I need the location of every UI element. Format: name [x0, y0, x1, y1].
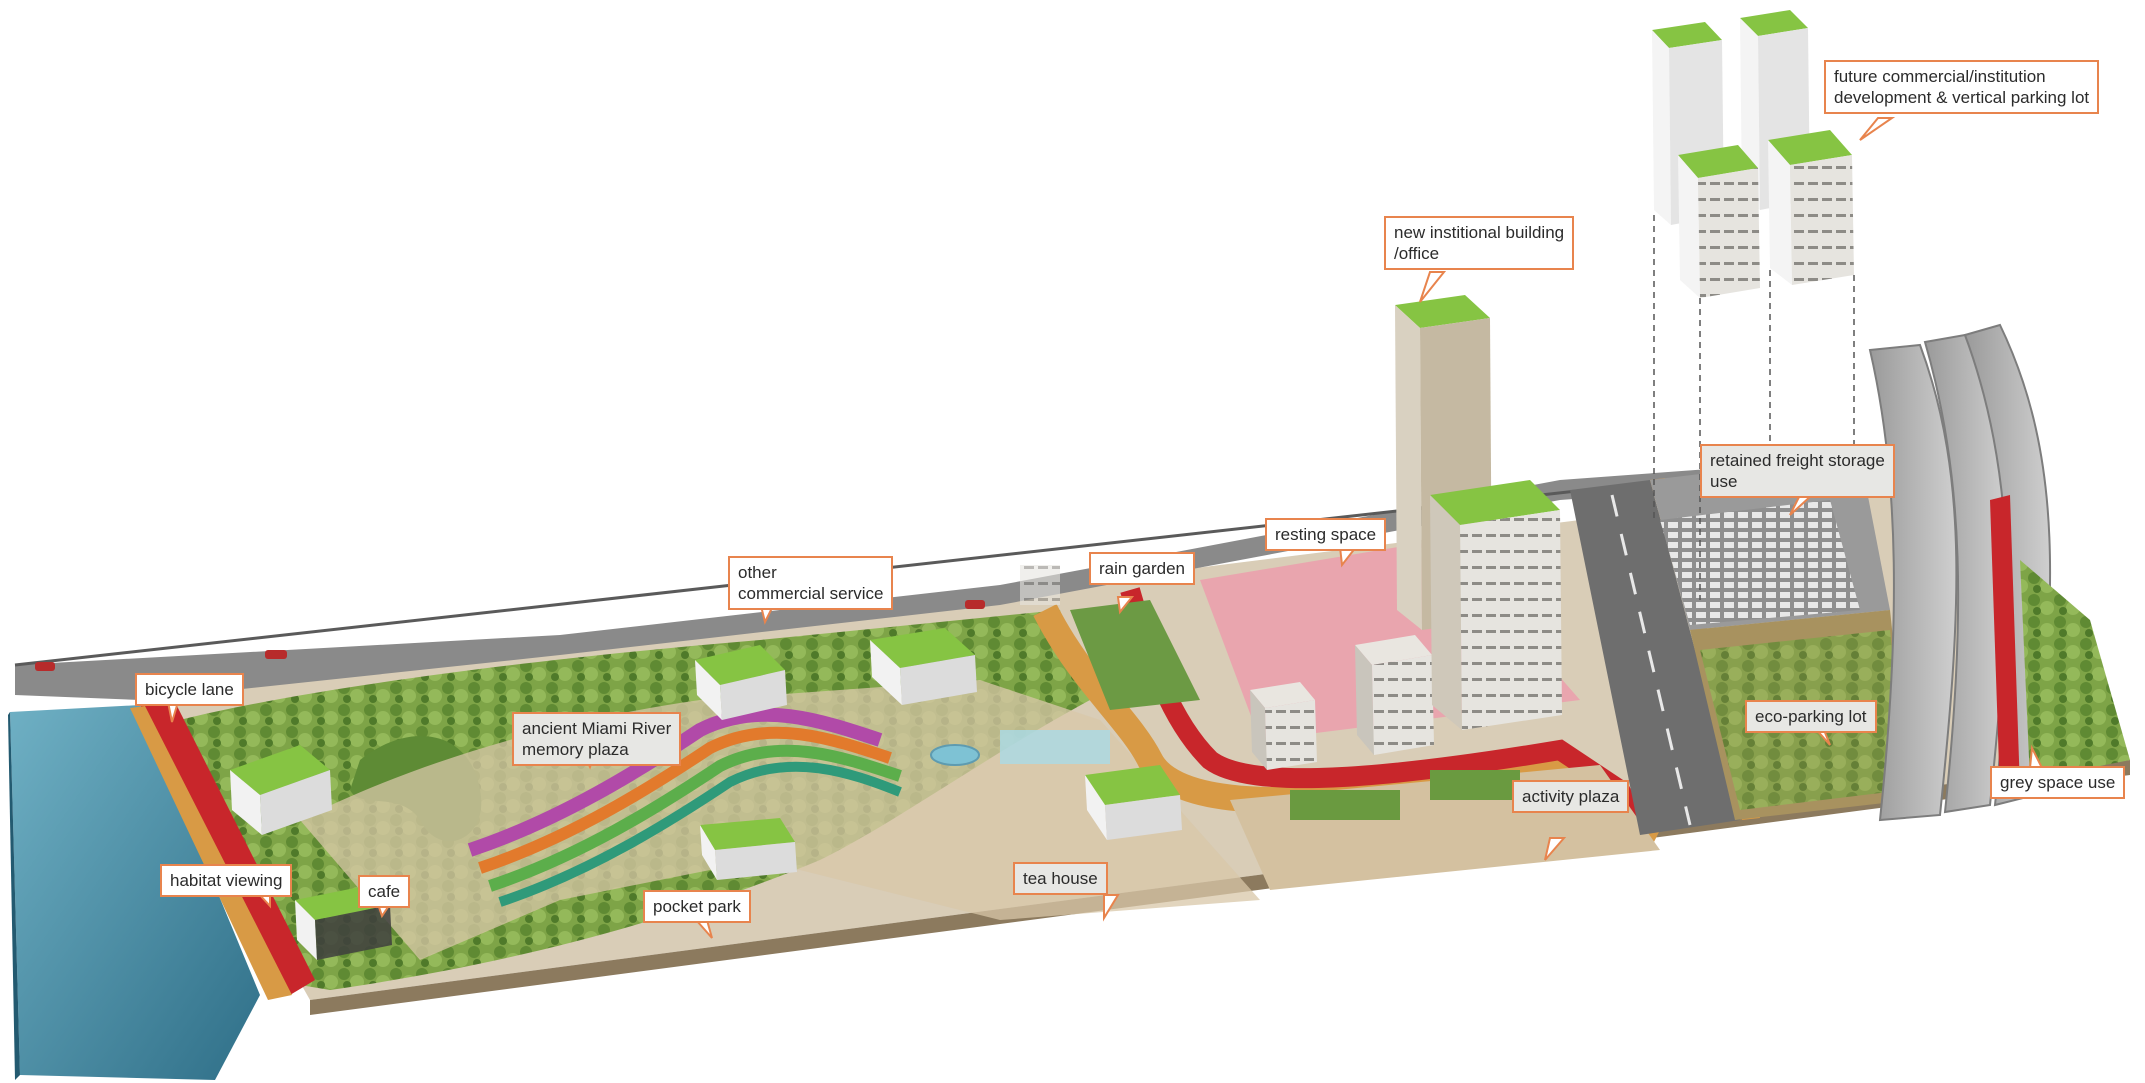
label-bicycle-lane: bicycle lane — [135, 673, 244, 706]
low-rise-building — [1250, 682, 1317, 770]
planter — [1290, 790, 1400, 820]
future-tower — [1768, 130, 1854, 285]
car — [265, 650, 287, 659]
grey-space-vegetation — [2020, 560, 2130, 780]
memory-plaza-ribbon-teal — [498, 761, 902, 907]
rain-garden — [1070, 600, 1200, 710]
memory-plaza-ribbon-purple — [467, 707, 883, 857]
waterfront-path — [130, 706, 292, 1000]
memory-plaza-ribbon-orange — [478, 726, 892, 874]
main-street — [1570, 480, 1740, 835]
label-text: future commercial/institution — [1834, 67, 2046, 86]
label-text: /office — [1394, 244, 1440, 263]
label-text: retained freight storage — [1710, 451, 1885, 470]
tea-house-building — [1085, 765, 1182, 840]
label-commercial-service: other commercial service — [728, 556, 894, 610]
label-text: bicycle lane — [145, 680, 234, 699]
label-tea-house: tea house — [1013, 862, 1108, 895]
label-pocket-park: pocket park — [643, 890, 751, 923]
label-text: commercial service — [738, 584, 884, 603]
car — [35, 662, 55, 671]
label-activity-plaza: activity plaza — [1512, 780, 1630, 813]
label-resting-space: resting space — [1265, 518, 1387, 551]
grey-space-red-lane — [1990, 495, 2020, 795]
label-text: rain garden — [1099, 559, 1186, 578]
label-text: pocket park — [653, 897, 741, 916]
label-eco-parking: eco-parking lot — [1745, 700, 1877, 733]
label-text: use — [1710, 472, 1738, 491]
label-grey-space: grey space use — [1990, 766, 2126, 799]
river-water — [10, 705, 260, 1080]
label-text: development & vertical parking lot — [1834, 88, 2090, 107]
memory-plaza-ribbon-green — [488, 744, 902, 892]
label-text: activity plaza — [1522, 787, 1620, 806]
bicycle-lane-pavilion — [230, 745, 332, 835]
label-cafe: cafe — [358, 875, 411, 908]
mid-rise-building — [1355, 635, 1434, 755]
water-jets — [1000, 730, 1110, 764]
label-memory-plaza: ancient Miami River memory plaza — [512, 712, 682, 766]
label-text: ancient Miami River — [522, 719, 672, 738]
river-water-face — [8, 712, 20, 1080]
bicycle-lane — [140, 702, 315, 995]
pocket-park-pavilion — [700, 818, 797, 880]
label-institutional-building: new institional building /office — [1384, 216, 1575, 270]
crosswalk — [1020, 565, 1060, 605]
label-habitat-viewing: habitat viewing — [160, 864, 293, 897]
label-text: tea house — [1023, 869, 1098, 888]
label-text: other — [738, 563, 777, 582]
commercial-building-left — [695, 645, 787, 720]
label-text: habitat viewing — [170, 871, 283, 890]
label-text: resting space — [1275, 525, 1377, 544]
fountain — [930, 744, 980, 766]
label-text: grey space use — [2000, 773, 2116, 792]
label-rain-garden: rain garden — [1089, 552, 1196, 585]
label-text: cafe — [368, 882, 401, 901]
office-block — [1430, 480, 1562, 730]
freight-storage-grid — [1660, 500, 1860, 625]
label-freight-storage: retained freight storage use — [1700, 444, 1895, 498]
label-text: new institional building — [1394, 223, 1565, 242]
lane-marking — [1610, 494, 1692, 826]
commercial-building-right — [870, 628, 977, 705]
label-text: eco-parking lot — [1755, 707, 1867, 726]
planter — [1430, 770, 1520, 800]
future-tower — [1678, 145, 1760, 298]
label-text: memory plaza — [522, 740, 629, 759]
label-future-development: future commercial/institution developmen… — [1824, 60, 2100, 114]
car — [965, 600, 985, 609]
